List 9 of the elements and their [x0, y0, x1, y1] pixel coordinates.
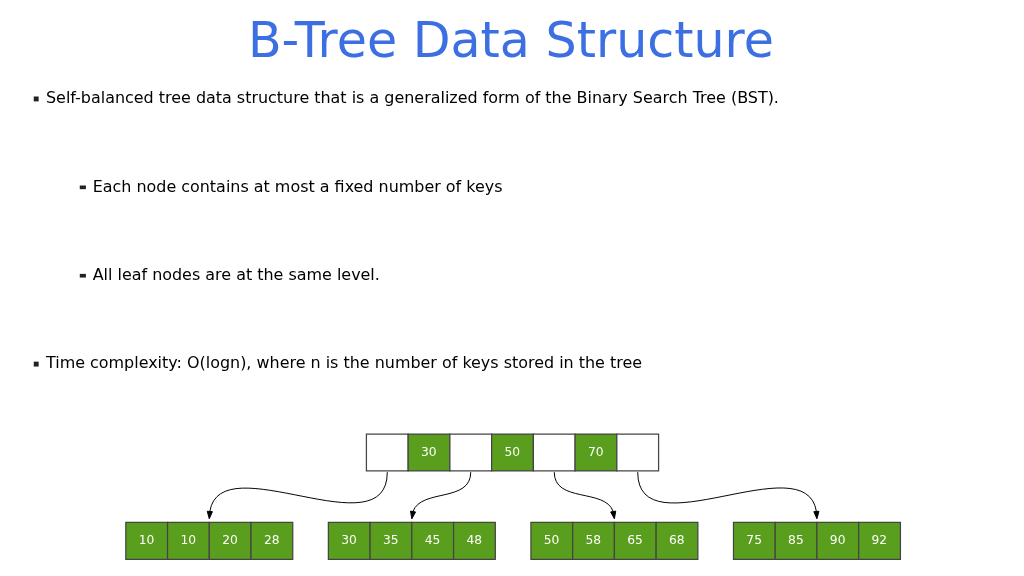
diagram-title: B-Tree Data Structure: [247, 11, 774, 70]
label: Time complexity: O(logn), where n is the number of keys stored in the tree: [45, 353, 642, 373]
label: All leaf nodes are at the same level.: [92, 264, 380, 284]
arrow: [409, 471, 471, 520]
arrow: [636, 471, 819, 520]
label: Self-balanced tree data structure that is a generalized form of the Binary Search Tree (BST).: [45, 88, 779, 108]
arrow: [206, 471, 388, 520]
label: Each node contains at most a fixed number of keys: [92, 176, 502, 196]
arrow: [553, 471, 616, 520]
